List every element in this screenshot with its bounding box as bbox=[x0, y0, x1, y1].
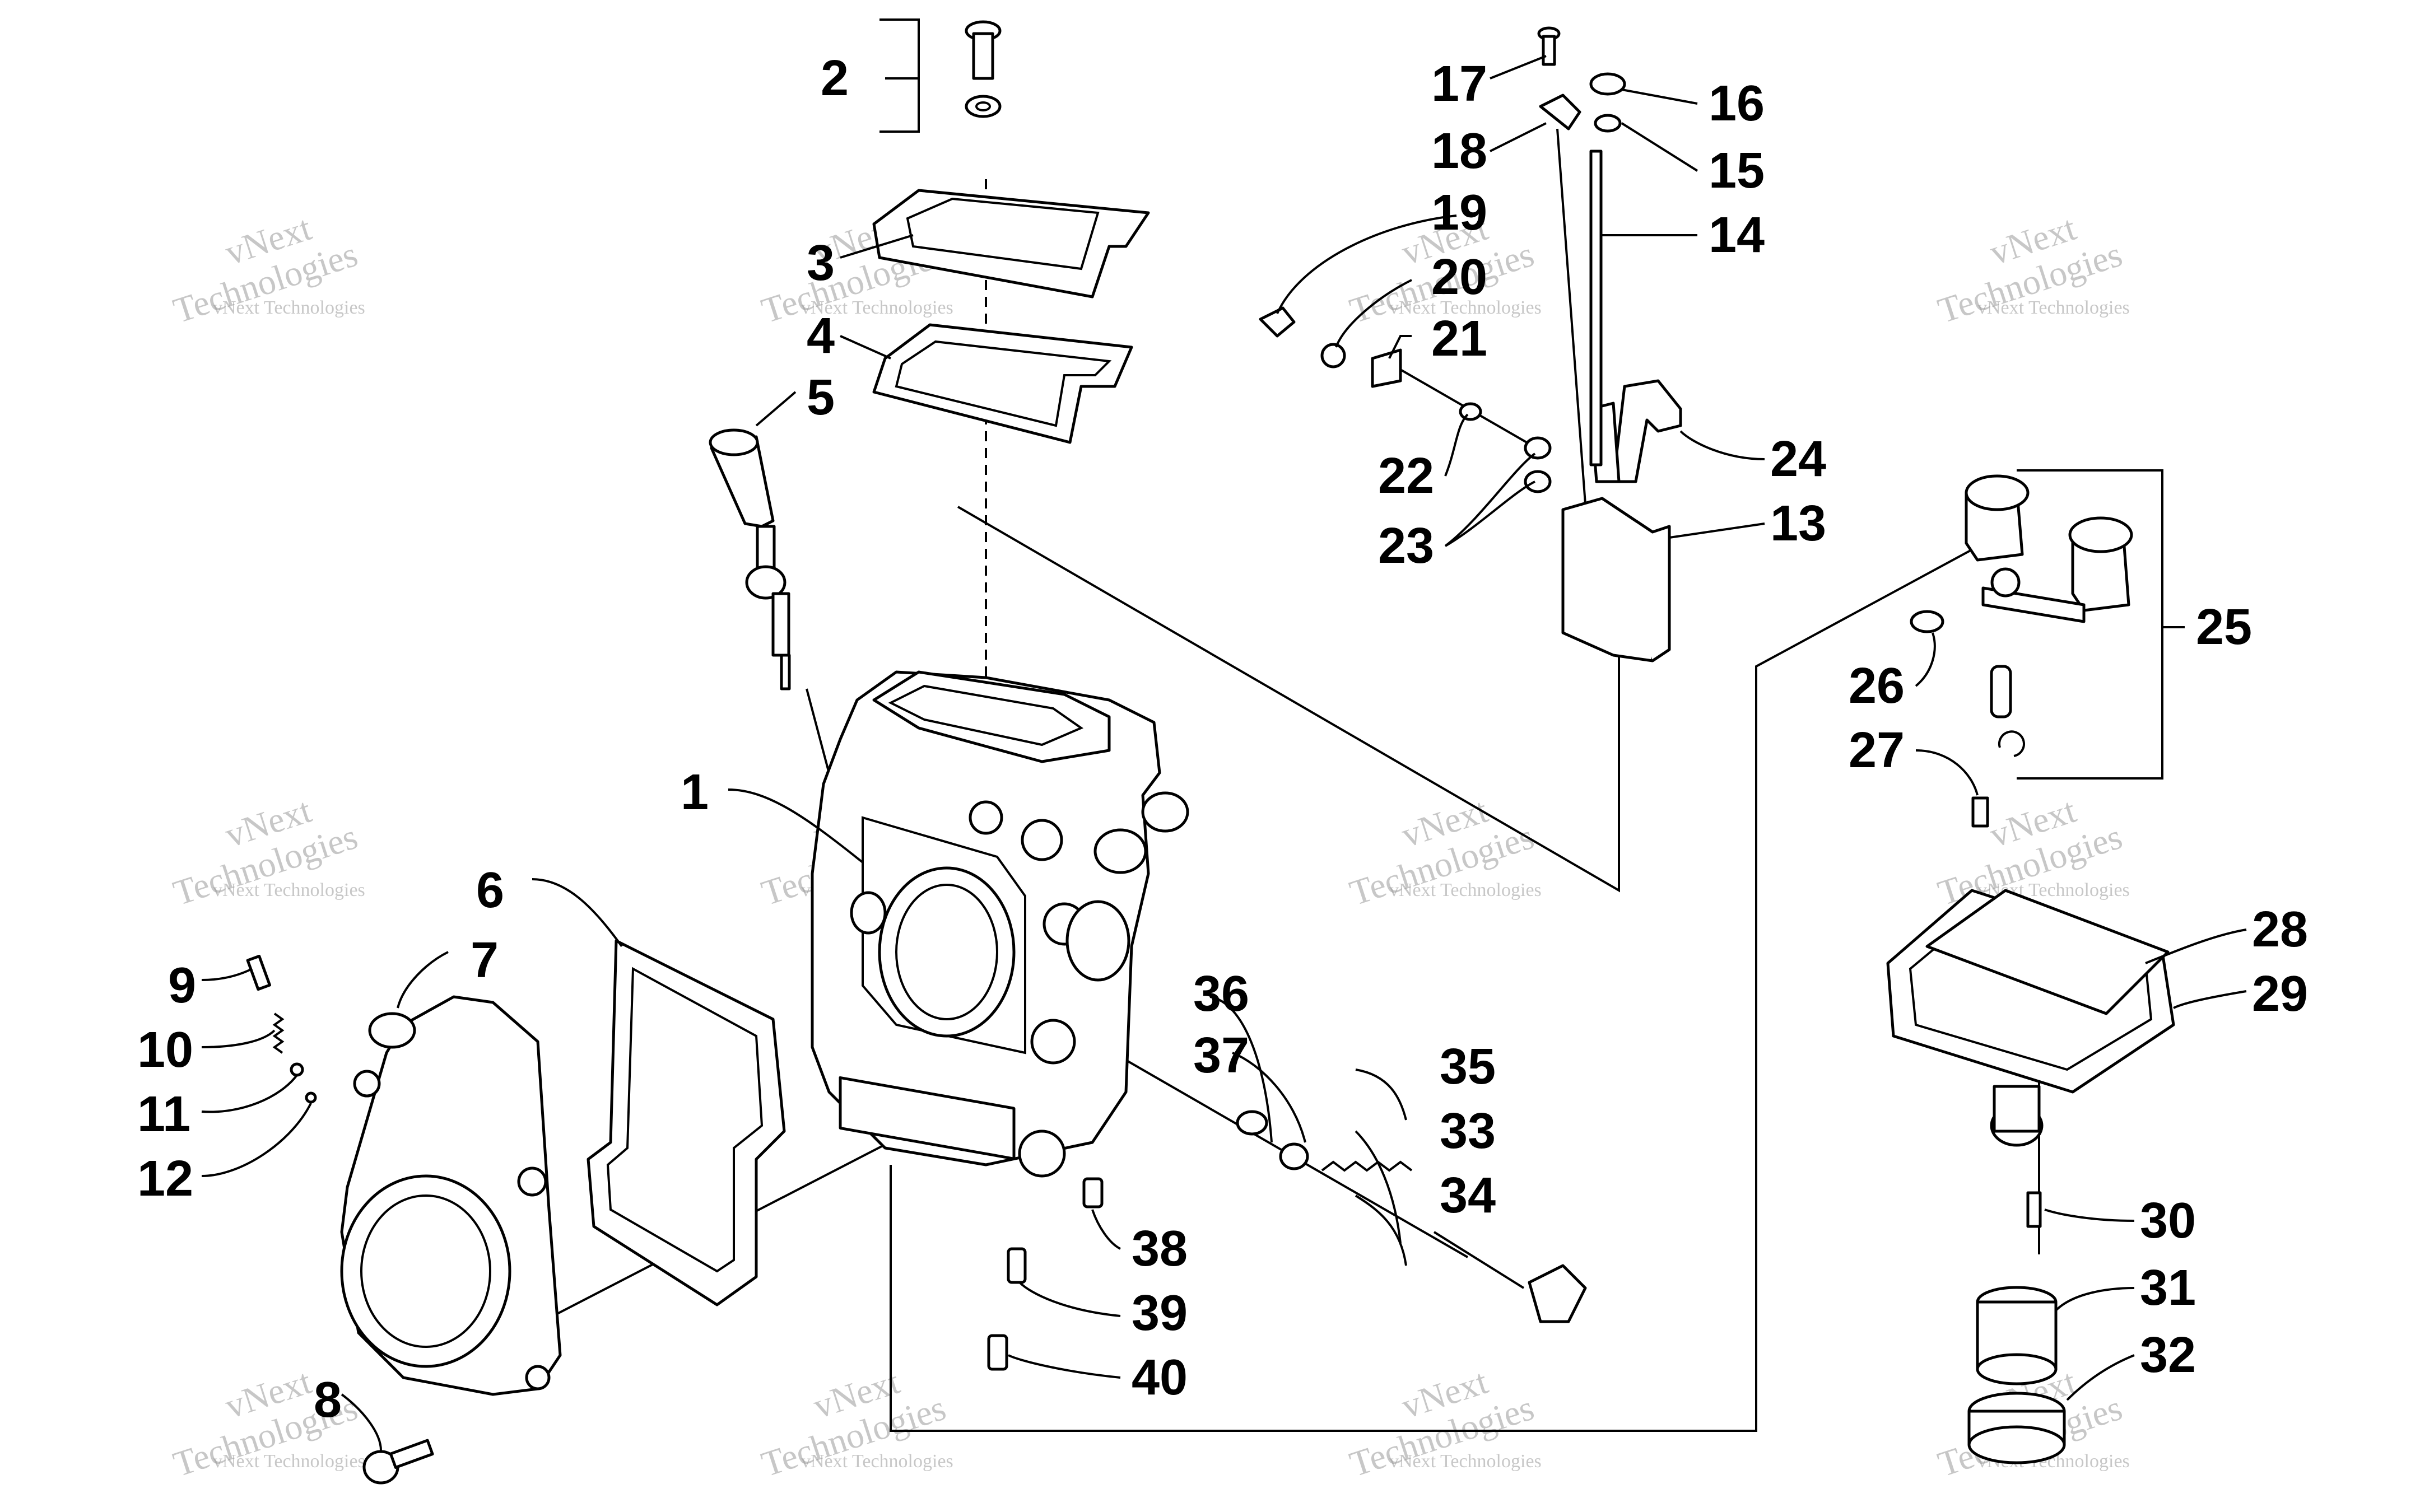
callout-14: 14 bbox=[1709, 207, 1765, 263]
callout-36: 36 bbox=[1193, 966, 1249, 1022]
callout-15: 15 bbox=[1709, 143, 1765, 199]
callout-8: 8 bbox=[314, 1372, 342, 1428]
callout-12: 12 bbox=[137, 1151, 193, 1207]
callout-31: 31 bbox=[2140, 1260, 2196, 1316]
callout-21: 21 bbox=[1431, 311, 1487, 367]
pilot-screw-set bbox=[246, 954, 317, 1104]
watermark: vNext Technologies vNext Technologies bbox=[1345, 790, 1542, 913]
callout-5: 5 bbox=[807, 370, 835, 426]
svg-text:vNext Technologies: vNext Technologies bbox=[801, 297, 953, 318]
svg-text:vNext Technologies: vNext Technologies bbox=[1977, 297, 2130, 318]
callout-7: 7 bbox=[471, 932, 499, 988]
callout-26: 26 bbox=[1849, 658, 1905, 714]
svg-text:vNext Technologies: vNext Technologies bbox=[1389, 880, 1542, 900]
callout-20: 20 bbox=[1431, 249, 1487, 305]
top-cover-screw bbox=[965, 20, 1002, 118]
svg-text:vNext Technologies: vNext Technologies bbox=[1389, 1451, 1542, 1472]
callout-24: 24 bbox=[1770, 431, 1826, 487]
svg-text:vNext Technologies: vNext Technologies bbox=[801, 1451, 953, 1472]
callout-39: 39 bbox=[1132, 1285, 1188, 1341]
svg-text:vNext Technologies: vNext Technologies bbox=[213, 1451, 365, 1472]
callout-19: 19 bbox=[1431, 185, 1487, 241]
choke-plunger bbox=[709, 428, 791, 690]
svg-text:vNext Technologies: vNext Technologies bbox=[213, 880, 365, 900]
float-bowl bbox=[1886, 889, 2175, 1464]
callout-13: 13 bbox=[1770, 496, 1826, 552]
callout-numbers: 2 3 4 5 1 6 7 9 10 11 12 8 17 18 19 20 2… bbox=[137, 50, 2308, 1428]
callout-27: 27 bbox=[1849, 722, 1905, 778]
callout-11: 11 bbox=[137, 1086, 190, 1142]
callout-10: 10 bbox=[137, 1022, 193, 1078]
callout-30: 30 bbox=[2140, 1193, 2196, 1249]
callout-4: 4 bbox=[807, 308, 835, 364]
cover-gasket bbox=[587, 939, 786, 1306]
callout-22: 22 bbox=[1378, 448, 1434, 504]
callout-23: 23 bbox=[1378, 518, 1434, 574]
top-cover bbox=[872, 189, 1150, 298]
callout-18: 18 bbox=[1431, 123, 1487, 179]
idle-screw-set bbox=[1236, 1110, 1587, 1323]
watermark: vNext Technologies vNext Technologies bbox=[169, 1361, 365, 1485]
float-assembly bbox=[1910, 474, 2133, 828]
callout-25: 25 bbox=[2196, 599, 2252, 655]
callout-38: 38 bbox=[1132, 1221, 1188, 1277]
cover-screw bbox=[362, 1439, 434, 1485]
callout-37: 37 bbox=[1193, 1028, 1249, 1084]
svg-text:vNext Technologies: vNext Technologies bbox=[213, 297, 365, 318]
watermark: vNext Technologies vNext Technologies bbox=[1933, 208, 2130, 331]
callout-33: 33 bbox=[1440, 1103, 1496, 1159]
callout-2: 2 bbox=[821, 50, 849, 106]
callout-32: 32 bbox=[2140, 1327, 2196, 1383]
svg-text:vNext Technologies: vNext Technologies bbox=[1389, 297, 1542, 318]
callout-3: 3 bbox=[807, 235, 835, 291]
leader-lines bbox=[201, 18, 2247, 1451]
callout-16: 16 bbox=[1709, 76, 1765, 132]
callout-40: 40 bbox=[1132, 1350, 1188, 1406]
callout-35: 35 bbox=[1440, 1039, 1496, 1095]
slide-assembly bbox=[1259, 26, 1682, 662]
callout-6: 6 bbox=[476, 862, 504, 918]
callout-29: 29 bbox=[2252, 966, 2308, 1022]
top-cover-gasket bbox=[872, 323, 1133, 444]
callout-17: 17 bbox=[1431, 56, 1487, 112]
carburetor-body bbox=[811, 670, 1189, 1178]
callout-9: 9 bbox=[168, 958, 196, 1014]
watermark: vNext Technologies vNext Technologies bbox=[169, 790, 365, 913]
callout-28: 28 bbox=[2252, 902, 2308, 958]
callout-1: 1 bbox=[681, 764, 709, 820]
watermark: vNext Technologies vNext Technologies bbox=[169, 208, 365, 331]
throttle-bore-cover bbox=[340, 995, 562, 1396]
callout-34: 34 bbox=[1440, 1168, 1496, 1224]
jets bbox=[987, 1177, 1104, 1371]
